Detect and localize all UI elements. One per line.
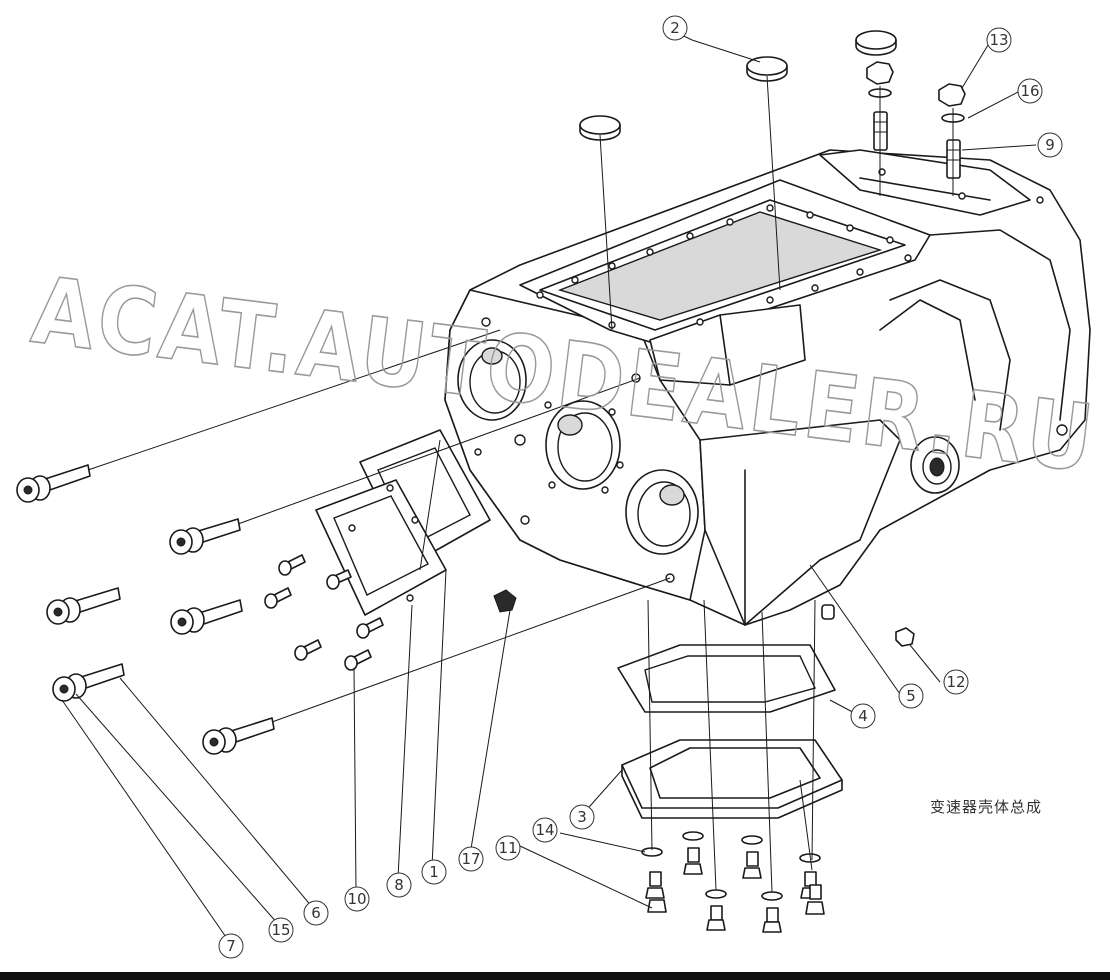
callout-9: 9 bbox=[1037, 132, 1063, 158]
callout-bubbles: 1 2 3 4 5 6 7 8 9 10 11 12 13 14 15 16 1… bbox=[218, 15, 1063, 959]
svg-text:10: 10 bbox=[347, 890, 366, 908]
transmission-housing bbox=[444, 149, 1091, 626]
svg-text:9: 9 bbox=[1045, 136, 1055, 154]
drawing-caption: 变速器壳体总成 bbox=[930, 798, 1043, 816]
svg-text:16: 16 bbox=[1020, 82, 1039, 100]
callout-14: 14 bbox=[532, 817, 558, 843]
bottom-border bbox=[0, 972, 1110, 980]
callout-6: 6 bbox=[303, 900, 329, 926]
callout-4: 4 bbox=[850, 703, 876, 729]
drain-plug bbox=[493, 589, 915, 647]
svg-text:7: 7 bbox=[226, 937, 236, 955]
svg-text:13: 13 bbox=[989, 31, 1008, 49]
callout-12: 12 bbox=[943, 669, 969, 695]
leader-lines bbox=[61, 26, 1037, 941]
callout-8: 8 bbox=[386, 872, 412, 898]
svg-text:2: 2 bbox=[670, 19, 680, 37]
bottom-cover bbox=[621, 739, 843, 819]
callout-16: 16 bbox=[1017, 78, 1043, 104]
svg-text:4: 4 bbox=[858, 707, 868, 725]
svg-text:5: 5 bbox=[906, 687, 916, 705]
bottom-bolts bbox=[641, 831, 825, 933]
callout-17: 17 bbox=[458, 846, 484, 872]
bottom-gasket bbox=[617, 644, 836, 713]
callout-10: 10 bbox=[344, 886, 370, 912]
callout-7: 7 bbox=[218, 933, 244, 959]
callout-1: 1 bbox=[421, 859, 447, 885]
callout-5: 5 bbox=[898, 683, 924, 709]
callout-15: 15 bbox=[268, 917, 294, 943]
svg-text:6: 6 bbox=[311, 904, 321, 922]
long-bolts bbox=[16, 464, 275, 755]
plug-caps bbox=[579, 30, 897, 141]
svg-text:14: 14 bbox=[535, 821, 554, 839]
side-cover-and-gasket bbox=[315, 429, 491, 616]
svg-text:15: 15 bbox=[271, 921, 290, 939]
svg-text:1: 1 bbox=[429, 863, 439, 881]
callout-13: 13 bbox=[986, 27, 1012, 53]
svg-text:12: 12 bbox=[946, 673, 965, 691]
svg-text:11: 11 bbox=[498, 839, 517, 857]
callout-2: 2 bbox=[662, 15, 688, 41]
small-cover-bolts bbox=[264, 554, 384, 671]
svg-text:17: 17 bbox=[461, 850, 480, 868]
svg-text:8: 8 bbox=[394, 876, 404, 894]
callout-11: 11 bbox=[495, 835, 521, 861]
svg-text:3: 3 bbox=[577, 808, 587, 826]
callout-3: 3 bbox=[569, 804, 595, 830]
